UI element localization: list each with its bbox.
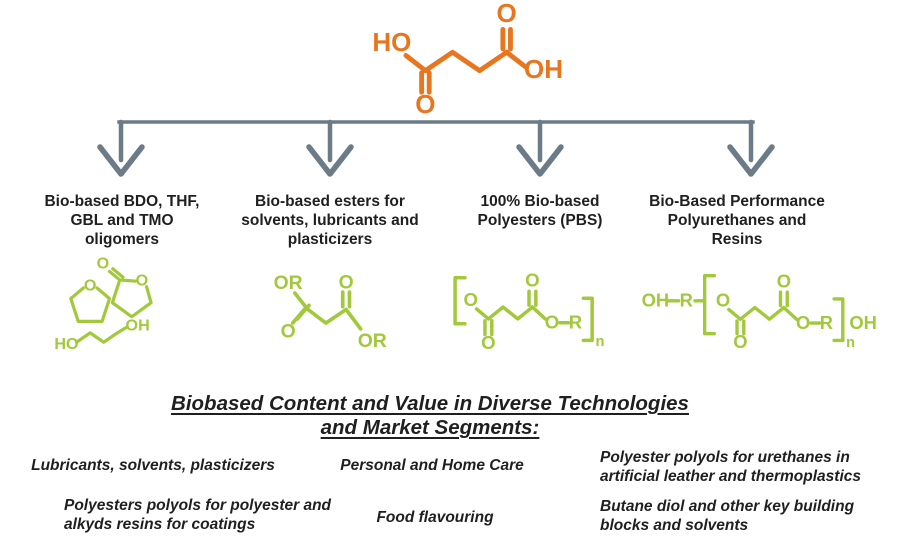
segment-food-flavouring: Food flavouring <box>376 509 494 526</box>
atom-label-o: O <box>84 276 97 294</box>
polyester-polyol-structure: OH R O O O O R n OH <box>642 270 877 352</box>
atom-label-r: R <box>569 312 583 333</box>
atom-label-o: O <box>497 0 517 28</box>
succinate-diester-structure: OR O O OR <box>274 272 387 352</box>
atom-label-oh: OH <box>849 312 877 333</box>
atom-label-o: O <box>796 312 810 333</box>
atom-label-or: OR <box>358 331 387 352</box>
atom-label-o: O <box>97 254 110 272</box>
succinic-acid-bonds <box>403 27 529 95</box>
atom-label-o: O <box>481 332 495 353</box>
segment-personal-home-care: Personal and Home Care <box>340 457 524 474</box>
down-arrow-icon <box>306 119 354 177</box>
diester-bonds <box>290 290 363 331</box>
atom-label-oh: OH <box>642 290 670 311</box>
down-arrow-icon <box>97 119 145 177</box>
segment-polyester-polyols-urethanes: Polyester polyols for urethanes in artif… <box>600 449 862 486</box>
down-arrow-icon <box>516 119 564 177</box>
subscript-n: n <box>846 335 855 351</box>
atom-label-ho: HO <box>372 27 411 57</box>
branch-label-bdo-thf-gbl-tmo: Bio-based BDO, THF, GBL and TMO oligomer… <box>44 193 200 248</box>
atom-label-o: O <box>733 331 747 352</box>
heading-line-2: and Market Segments: <box>320 416 540 440</box>
atom-label-o: O <box>415 89 435 119</box>
thf-ring <box>69 286 112 323</box>
gbl-ring <box>107 267 153 319</box>
segment-lubricants: Lubricants, solvents, plasticizers <box>31 457 275 474</box>
bdo-chain <box>74 326 128 344</box>
succinic-acid-structure: HO O O OH <box>372 0 563 119</box>
atom-label-r: R <box>680 290 693 311</box>
atom-label-oh: OH <box>524 54 563 84</box>
atom-label-o: O <box>777 270 791 291</box>
branch-label-pbs: 100% Bio-based Polyesters (PBS) <box>477 193 603 229</box>
branch-label-esters: Bio-based esters for solvents, lubricant… <box>241 193 419 248</box>
branch-connector-arrows <box>97 119 775 177</box>
down-arrow-icon <box>727 119 775 177</box>
atom-label-o: O <box>339 272 354 293</box>
atom-label-o: O <box>525 270 539 291</box>
segment-polyesters-polyols-coatings: Polyesters polyols for polyester and alk… <box>64 497 332 534</box>
market-segments-heading: Biobased Content and Value in Diverse Te… <box>80 392 780 440</box>
branch-label-polyurethanes: Bio-Based Performance Polyurethanes and … <box>649 193 825 248</box>
subscript-n: n <box>595 334 604 350</box>
atom-label-r: R <box>820 312 833 333</box>
atom-label-ho: HO <box>54 335 78 353</box>
atom-label-o: O <box>545 312 559 333</box>
atom-label-oh: OH <box>126 316 150 334</box>
thf-gbl-bdo-structures: O O O HO OH <box>54 254 153 353</box>
pbs-polymer-structure: O O O O R n <box>453 270 604 353</box>
atom-label-o: O <box>464 289 478 310</box>
atom-label-o: O <box>716 290 730 311</box>
atom-label-o: O <box>136 271 149 289</box>
segment-butane-diol: Butane diol and other key building block… <box>600 498 855 535</box>
atom-label-or: OR <box>274 273 303 294</box>
polyol-bonds <box>667 274 845 343</box>
heading-line-1: Biobased Content and Value in Diverse Te… <box>171 392 689 415</box>
atom-label-o: O <box>281 322 296 343</box>
pbs-bonds <box>453 275 594 343</box>
